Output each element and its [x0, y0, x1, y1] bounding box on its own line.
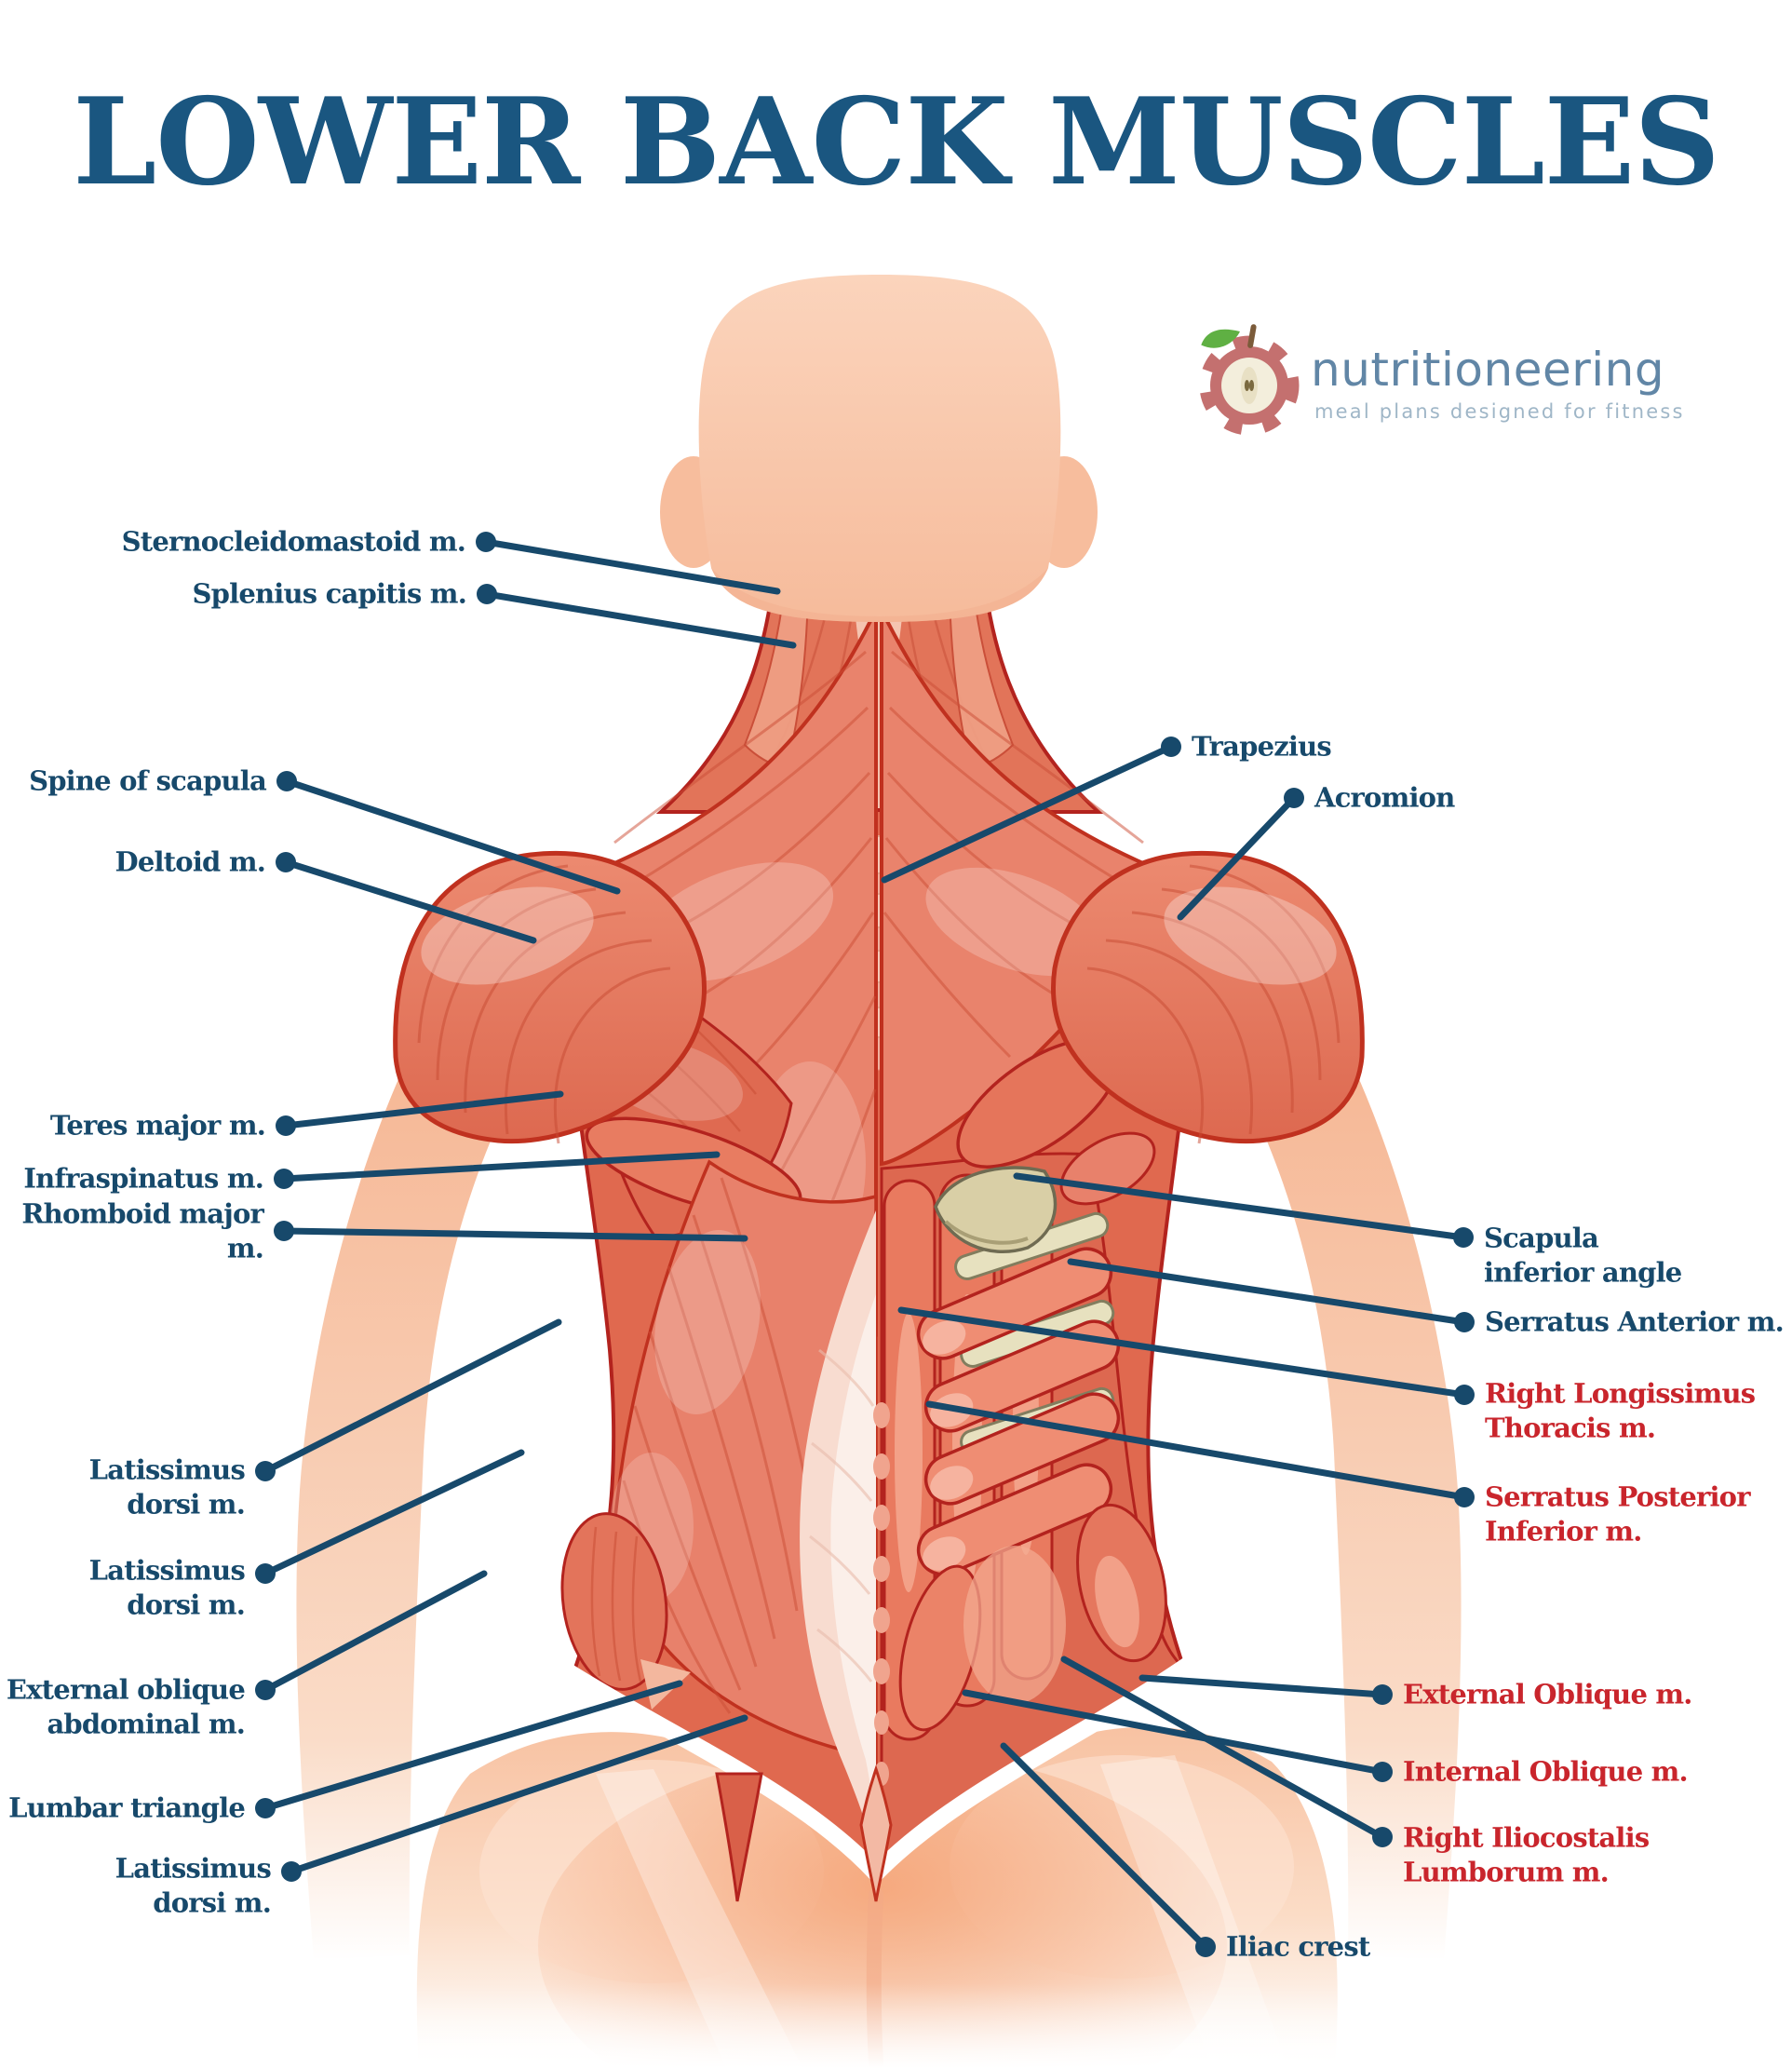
torso-muscles	[393, 609, 1365, 1902]
arm-right	[1250, 1071, 1462, 1960]
label-latissimus-dorsi-1: Latissimus dorsi m.	[88, 1453, 246, 1520]
logo-tagline: meal plans designed for fitness	[1314, 400, 1685, 423]
label-right-longissimus-thoracis: Right Longissimus Thoracis m.	[1485, 1377, 1756, 1443]
label-scapula-inferior-angle: Scapula inferior angle	[1484, 1222, 1682, 1288]
label-splenius-capitis: Splenius capitis m.	[192, 577, 467, 610]
arm-left	[296, 1071, 507, 1960]
leader-lines	[255, 532, 1475, 1957]
label-sternocleidomastoid: Sternocleidomastoid m.	[121, 525, 466, 558]
label-acromion: Acromion	[1314, 781, 1455, 814]
logo-name: nutritioneering	[1311, 343, 1665, 397]
label-trapezius: Trapezius	[1192, 730, 1332, 763]
label-latissimus-dorsi-2: Latissimus dorsi m.	[88, 1554, 246, 1620]
label-deltoid: Deltoid m.	[115, 845, 265, 878]
apple-leaf-icon	[1201, 329, 1240, 348]
leader-dots	[255, 532, 1475, 1957]
deltoid-right-muscle	[1050, 850, 1365, 1144]
scapula-bone	[934, 1166, 1058, 1253]
label-infraspinatus: Infraspinatus m.	[23, 1162, 263, 1195]
lumbar-fascia	[800, 1210, 876, 1870]
label-rhomboid-major: Rhomboid major m.	[21, 1197, 263, 1264]
deep-muscles-right	[873, 1038, 1185, 1873]
label-iliac-crest: Iliac crest	[1226, 1930, 1370, 1963]
head	[660, 275, 1098, 622]
label-serratus-posterior-inferior: Serratus Posterior Inferior m.	[1485, 1480, 1751, 1547]
label-external-oblique: External Oblique m.	[1403, 1678, 1692, 1710]
label-internal-oblique: Internal Oblique m.	[1403, 1755, 1689, 1788]
deltoid-left-muscle	[393, 850, 707, 1144]
apple-gear-icon	[1199, 324, 1300, 436]
label-teres-major: Teres major m.	[49, 1109, 266, 1142]
label-latissimus-dorsi-3: Latissimus dorsi m.	[115, 1852, 272, 1918]
label-lumbar-triangle: Lumbar triangle	[8, 1791, 246, 1824]
page-title: LOWER BACK MUSCLES	[73, 73, 1720, 212]
label-serratus-anterior: Serratus Anterior m.	[1485, 1305, 1785, 1338]
label-external-oblique-abdominal: External oblique abdominal m.	[6, 1673, 246, 1739]
apple-stem-icon	[1247, 324, 1257, 348]
label-spine-of-scapula: Spine of scapula	[29, 764, 267, 797]
spinous-processes	[873, 1402, 890, 1786]
label-right-iliocostalis-lumborum: Right Iliocostalis Lumborum m.	[1403, 1821, 1650, 1887]
brand-logo: nutritioneering meal plans designed for …	[1175, 315, 1733, 445]
